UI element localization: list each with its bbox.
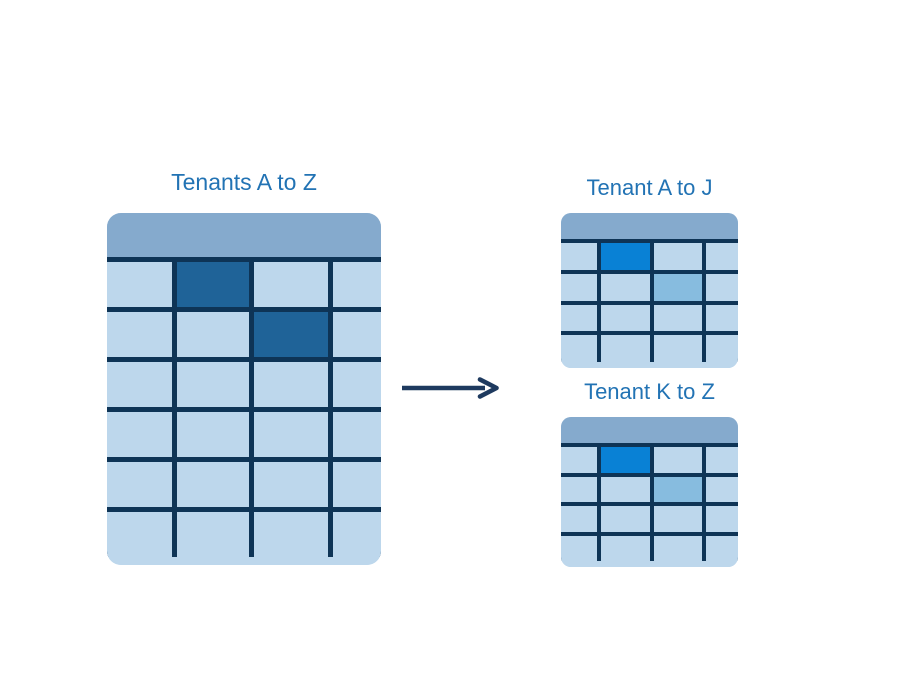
table-cell (107, 512, 173, 557)
table-cell (653, 243, 703, 270)
table-cell (561, 335, 598, 362)
shard-k-z-grid (561, 447, 738, 561)
table-cell (332, 362, 381, 407)
source-table-title: Tenants A to Z (171, 169, 317, 195)
table-cell (706, 476, 738, 502)
table-cell (706, 535, 738, 561)
source-table-header-band (107, 213, 381, 257)
table-cell-highlighted (653, 476, 703, 502)
shard-a-j-footer-strip (561, 362, 738, 368)
table-cell-highlighted (177, 262, 250, 307)
table-cell (653, 304, 703, 332)
table-cell-highlighted (653, 273, 703, 301)
table-cell (706, 506, 738, 532)
table-cell (107, 462, 173, 507)
shard-a-j-header-band (561, 213, 738, 239)
table-cell (254, 412, 328, 457)
table-cell (254, 512, 328, 557)
table-cell (601, 335, 650, 362)
table-cell (107, 262, 173, 307)
table-cell (254, 462, 328, 507)
table-cell (107, 362, 173, 407)
source-table-grid (107, 262, 381, 557)
table-cell (177, 362, 250, 407)
table-cell (601, 304, 650, 332)
table-cell-highlighted (601, 447, 650, 473)
table-cell (601, 273, 650, 301)
table-cell (706, 335, 738, 362)
table-cell (332, 312, 381, 357)
table-cell (561, 447, 598, 473)
table-cell (653, 447, 703, 473)
shard-a-j-table (561, 213, 738, 368)
table-cell (561, 243, 598, 270)
shard-k-z-title: Tenant K to Z (584, 379, 715, 404)
table-cell (706, 243, 738, 270)
table-cell (561, 304, 598, 332)
table-cell (653, 335, 703, 362)
table-cell (653, 506, 703, 532)
table-cell (601, 535, 650, 561)
table-cell (107, 412, 173, 457)
table-cell (653, 535, 703, 561)
shard-a-j-title: Tenant A to J (586, 175, 713, 200)
table-cell (177, 462, 250, 507)
source-table (107, 213, 381, 565)
table-cell (177, 412, 250, 457)
table-cell (254, 262, 328, 307)
source-table-header-divider (107, 257, 381, 262)
shard-k-z-table (561, 417, 738, 567)
table-cell (332, 412, 381, 457)
table-cell (254, 362, 328, 407)
table-cell (107, 312, 173, 357)
table-cell (332, 262, 381, 307)
table-cell (177, 312, 250, 357)
table-cell-highlighted (601, 243, 650, 270)
table-cell (706, 273, 738, 301)
table-cell-highlighted (254, 312, 328, 357)
source-table-footer-strip (107, 557, 381, 565)
table-cell (561, 535, 598, 561)
table-cell (706, 447, 738, 473)
table-cell (706, 304, 738, 332)
shard-k-z-header-band (561, 417, 738, 443)
table-cell (561, 506, 598, 532)
table-cell (561, 273, 598, 301)
table-cell (601, 506, 650, 532)
table-cell (332, 462, 381, 507)
arrow-right-icon (402, 377, 499, 399)
shard-a-j-grid (561, 243, 738, 362)
table-cell (177, 512, 250, 557)
table-cell (601, 476, 650, 502)
shard-k-z-footer-strip (561, 561, 738, 567)
table-cell (561, 476, 598, 502)
shard-a-j-header-divider (561, 239, 738, 243)
table-cell (332, 512, 381, 557)
shard-k-z-header-divider (561, 443, 738, 447)
